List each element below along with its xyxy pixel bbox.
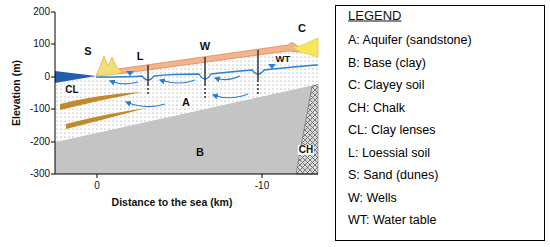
axis-title: Distance to the sea (km) — [112, 197, 233, 208]
tick-label: 100 — [33, 39, 50, 49]
tick-label: -300 — [30, 169, 50, 179]
legend-entry: A: Aquifer (sandstone) — [348, 34, 472, 47]
legend-entry: L: Loessial soil — [348, 146, 430, 159]
map-letter: A — [181, 97, 191, 108]
well-screen — [257, 80, 259, 94]
map-letter: L — [137, 51, 144, 62]
flow-arrow — [126, 102, 165, 107]
map-letter: CL — [64, 85, 79, 95]
tick-label: -200 — [30, 137, 50, 147]
map-letter: WT — [275, 54, 292, 64]
map-letter: C — [298, 23, 306, 34]
x-axis — [55, 174, 318, 175]
flow-arrow — [110, 81, 138, 84]
tick-label: 0 — [94, 181, 100, 191]
flow-arrow — [213, 94, 248, 98]
map-letter: B — [196, 147, 204, 158]
tick — [97, 174, 98, 178]
legend-entry: CH: Chalk — [348, 101, 405, 114]
flow-arrow — [215, 76, 240, 80]
tick — [51, 109, 55, 110]
axis-title: Elevation (m) — [11, 60, 22, 126]
tick — [262, 174, 263, 178]
well-casing — [147, 65, 149, 84]
well-casing — [257, 50, 259, 80]
clay-lens — [66, 108, 146, 129]
water-table-marker — [126, 71, 134, 76]
legend-title: LEGEND — [348, 9, 401, 22]
tick — [51, 77, 55, 78]
legend-entry: WT: Water table — [348, 214, 436, 227]
y-axis — [55, 12, 56, 174]
map-letter: CH — [298, 145, 314, 155]
well-screen — [204, 84, 206, 100]
legend-frame — [336, 6, 545, 241]
tick — [51, 12, 55, 13]
clayey-soil — [292, 38, 318, 57]
tick-label: -100 — [30, 104, 50, 114]
tick-label: 0 — [44, 72, 50, 82]
legend-entry: CL: Clay lenses — [348, 124, 436, 137]
aquifer — [55, 38, 318, 142]
sand-dunes — [96, 56, 122, 76]
tick-label: -10 — [255, 181, 269, 191]
flow-arrow — [160, 80, 195, 83]
tick — [51, 44, 55, 45]
tick — [51, 142, 55, 143]
legend-entry: W: Wells — [348, 191, 397, 204]
axes — [51, 12, 318, 178]
well-screen — [147, 84, 149, 96]
legend-entry: S: Sand (dunes) — [348, 169, 438, 182]
water-table-marker — [268, 64, 276, 69]
tick — [51, 174, 55, 175]
sea — [55, 71, 96, 83]
well-casing — [204, 57, 206, 84]
tick-label: 200 — [33, 7, 50, 17]
flow-arrows — [110, 76, 248, 107]
map-letter: W — [200, 41, 210, 52]
chalk — [296, 84, 318, 174]
legend-entry: B: Base (clay) — [348, 56, 426, 69]
wells — [148, 50, 258, 100]
legend-entry: C: Clayey soil — [348, 79, 424, 92]
map-letter: S — [84, 46, 91, 57]
